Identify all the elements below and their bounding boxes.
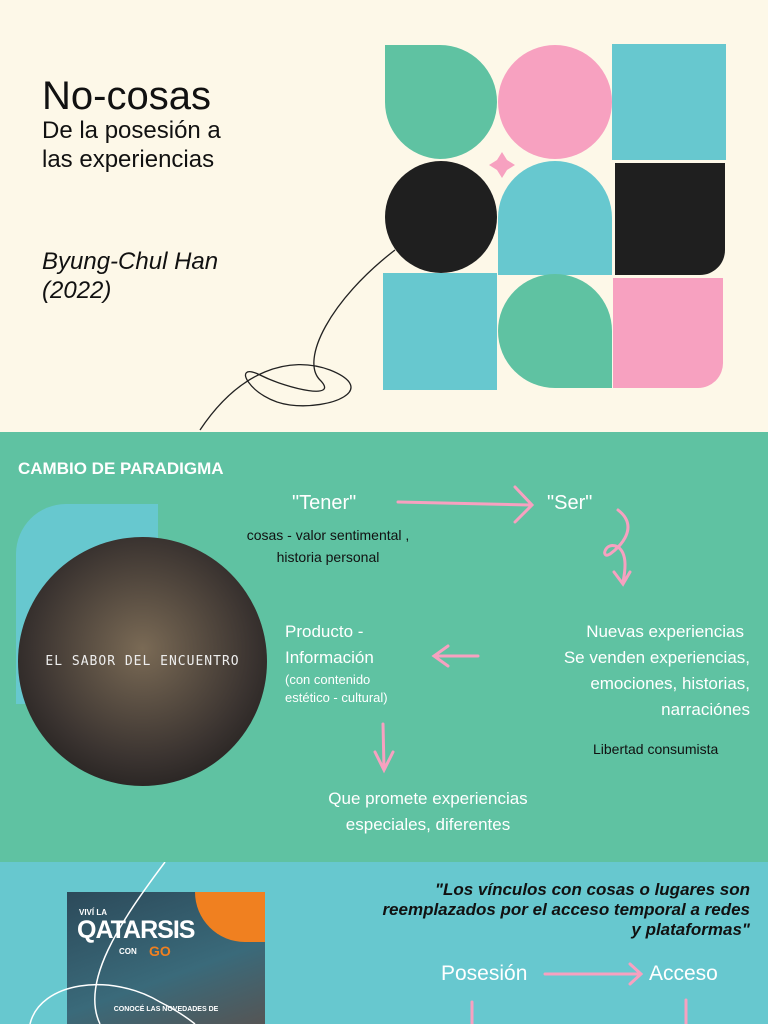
posesion-label: Posesión [441,962,528,985]
sparkle-star [489,152,515,178]
quote-line-2: reemplazados por el acceso temporal a re… [382,900,750,919]
tener-desc-1: cosas - valor sentimental , [246,527,410,543]
quote-line-3: y plataformas" [631,920,750,939]
promete-line-2: especiales, diferentes [345,815,511,834]
title-section: No-cosas De la posesión a las experienci… [0,0,768,432]
arrow-left-icon [431,644,480,668]
squiggle-line [199,249,396,431]
producto-line-1: Producto - [285,622,364,641]
arrow-right-icon [543,962,644,986]
image-caption: EL SABOR DEL ENCUENTRO [45,654,240,669]
pink-rounded-square [613,278,724,389]
access-section: VIVÍ LA QATARSIS CON GO CONOCÉ LAS NOVED… [0,862,768,1024]
ser-label: "Ser" [547,492,593,514]
tener-label: "Tener" [292,492,357,514]
cyan-square-2 [383,273,497,390]
ad-image-circle: EL SABOR DEL ENCUENTRO [18,537,267,786]
teal-leaf-shape [384,45,497,159]
black-circle [385,161,497,273]
pink-circle [498,45,612,159]
quote: "Los vínculos con cosas o lugares son re… [382,880,750,940]
tener-desc-2: historia personal [276,549,380,565]
black-rounded-square [615,163,725,275]
producto-line-2: Información [285,648,374,667]
arrow-down-icon [373,722,395,774]
ad-top-text: VIVÍ LA [79,908,108,917]
quote-line-1: "Los vínculos con cosas o lugares son [434,880,750,899]
section-heading: CAMBIO DE PARADIGMA [18,459,224,478]
page-title: No-cosas [42,74,211,118]
arrow-right-icon [396,485,535,524]
curly-arrow-down-icon [603,508,632,587]
teal-leaf-shape-2 [498,274,612,388]
acceso-label: Acceso [649,962,718,985]
promete-line-1: Que promete experiencias [328,789,528,808]
subtitle-line-1: De la posesión a [42,117,221,144]
decorative-shapes [199,44,726,431]
white-loop [29,984,196,1024]
ad-con: CON [119,947,137,956]
ad-title: QATARSIS [77,916,195,944]
nuevas-line-4: narraciónes [661,700,750,719]
ad-footer: CONOCÉ LAS NOVEDADES DE [113,1006,219,1013]
cyan-square [612,44,726,160]
nuevas-block: Nuevas experiencias Se venden experienci… [564,619,750,723]
year: (2022) [42,277,112,304]
promete-block: Que promete experiencias especiales, dif… [290,786,566,838]
nuevas-line-3: emociones, historias, [590,674,750,693]
producto-note-2: estético - cultural) [285,690,388,705]
nuevas-line-1: Nuevas experiencias [586,622,744,641]
subtitle-line-2: las experiencias [42,146,215,173]
producto-block: Producto - Información (con contenido es… [285,619,388,707]
author: Byung-Chul Han [42,248,219,275]
cyan-arch [498,161,612,275]
arrows [373,485,632,774]
access-decor [29,862,688,1024]
nuevas-line-2: Se venden experiencias, [563,648,750,667]
ad-go: GO [149,943,171,959]
paradigm-section: CAMBIO DE PARADIGMA EL SABOR DEL ENCUENT… [0,432,768,862]
libertad-label: Libertad consumista [593,741,719,757]
white-line [94,862,166,1024]
tener-description: cosas - valor sentimental , historia per… [200,524,456,568]
producto-note-1: (con contenido [285,672,371,687]
qatarsis-ad-image: VIVÍ LA QATARSIS CON GO CONOCÉ LAS NOVED… [67,892,265,1024]
